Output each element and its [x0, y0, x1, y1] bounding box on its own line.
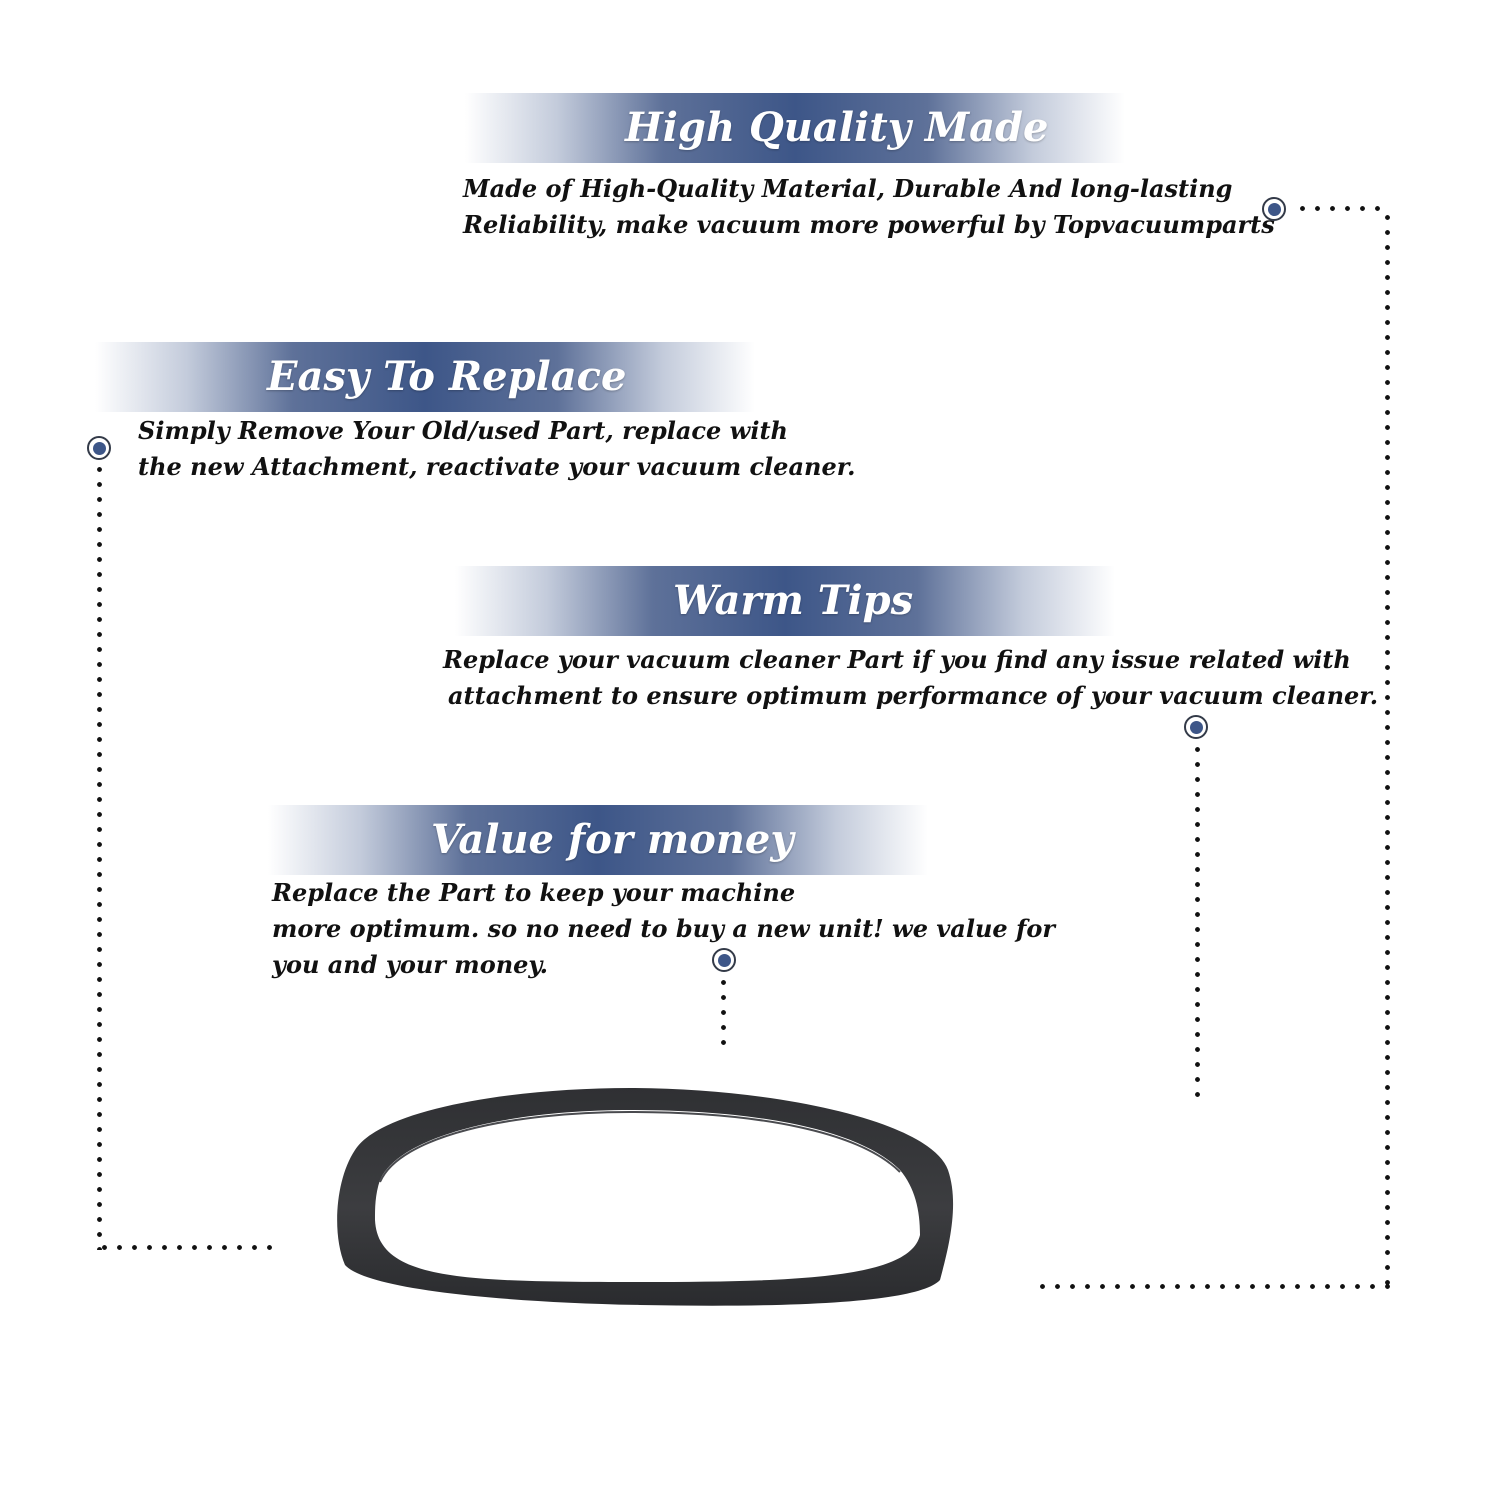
connector-top-right-horizontal: [1295, 206, 1390, 211]
desc-line: the new Attachment, reactivate your vacu…: [138, 452, 856, 481]
feature-title-high-quality: High Quality Made: [625, 104, 1049, 151]
desc-line: Reliability, make vacuum more powerful b…: [463, 210, 1275, 239]
marker-dot-icon: [87, 436, 111, 460]
banner-high-quality: High Quality Made: [465, 93, 1125, 163]
feature-desc-easy-replace: Simply Remove Your Old/used Part, replac…: [138, 413, 856, 485]
desc-line: attachment to ensure optimum performance…: [448, 681, 1379, 710]
desc-line: you and your money.: [272, 950, 548, 979]
feature-desc-value-money: Replace the Part to keep your machine mo…: [272, 875, 1055, 983]
marker-dot-icon: [712, 948, 736, 972]
desc-line: Simply Remove Your Old/used Part, replac…: [138, 416, 788, 445]
desc-line: more optimum. so no need to buy a new un…: [272, 914, 1055, 943]
connector-left-vertical: [97, 462, 102, 1250]
feature-desc-warm-tips: Replace your vacuum cleaner Part if you …: [443, 642, 1378, 714]
vacuum-belt-image: [337, 1088, 954, 1306]
desc-line: Replace the Part to keep your machine: [272, 878, 796, 907]
connector-center-vertical: [721, 975, 726, 1050]
feature-title-warm-tips: Warm Tips: [673, 577, 914, 624]
desc-line: Replace your vacuum cleaner Part if you …: [443, 645, 1351, 674]
belt-body: [337, 1088, 954, 1306]
desc-line: Made of High-Quality Material, Durable A…: [463, 174, 1233, 203]
feature-desc-high-quality: Made of High-Quality Material, Durable A…: [463, 171, 1275, 243]
connector-bottom-left-horizontal: [97, 1245, 282, 1250]
banner-easy-replace: Easy To Replace: [95, 342, 755, 412]
feature-title-easy-replace: Easy To Replace: [267, 353, 627, 400]
banner-value-money: Value for money: [268, 805, 928, 875]
marker-dot-icon: [1262, 197, 1286, 221]
belt-highlight: [379, 1110, 901, 1183]
connector-bottom-right-horizontal: [1035, 1284, 1390, 1289]
feature-title-value-money: Value for money: [431, 816, 794, 863]
banner-warm-tips: Warm Tips: [455, 566, 1115, 636]
marker-dot-icon: [1184, 715, 1208, 739]
connector-mid-right-vertical: [1195, 742, 1200, 1107]
connector-right-vertical: [1385, 210, 1390, 1290]
